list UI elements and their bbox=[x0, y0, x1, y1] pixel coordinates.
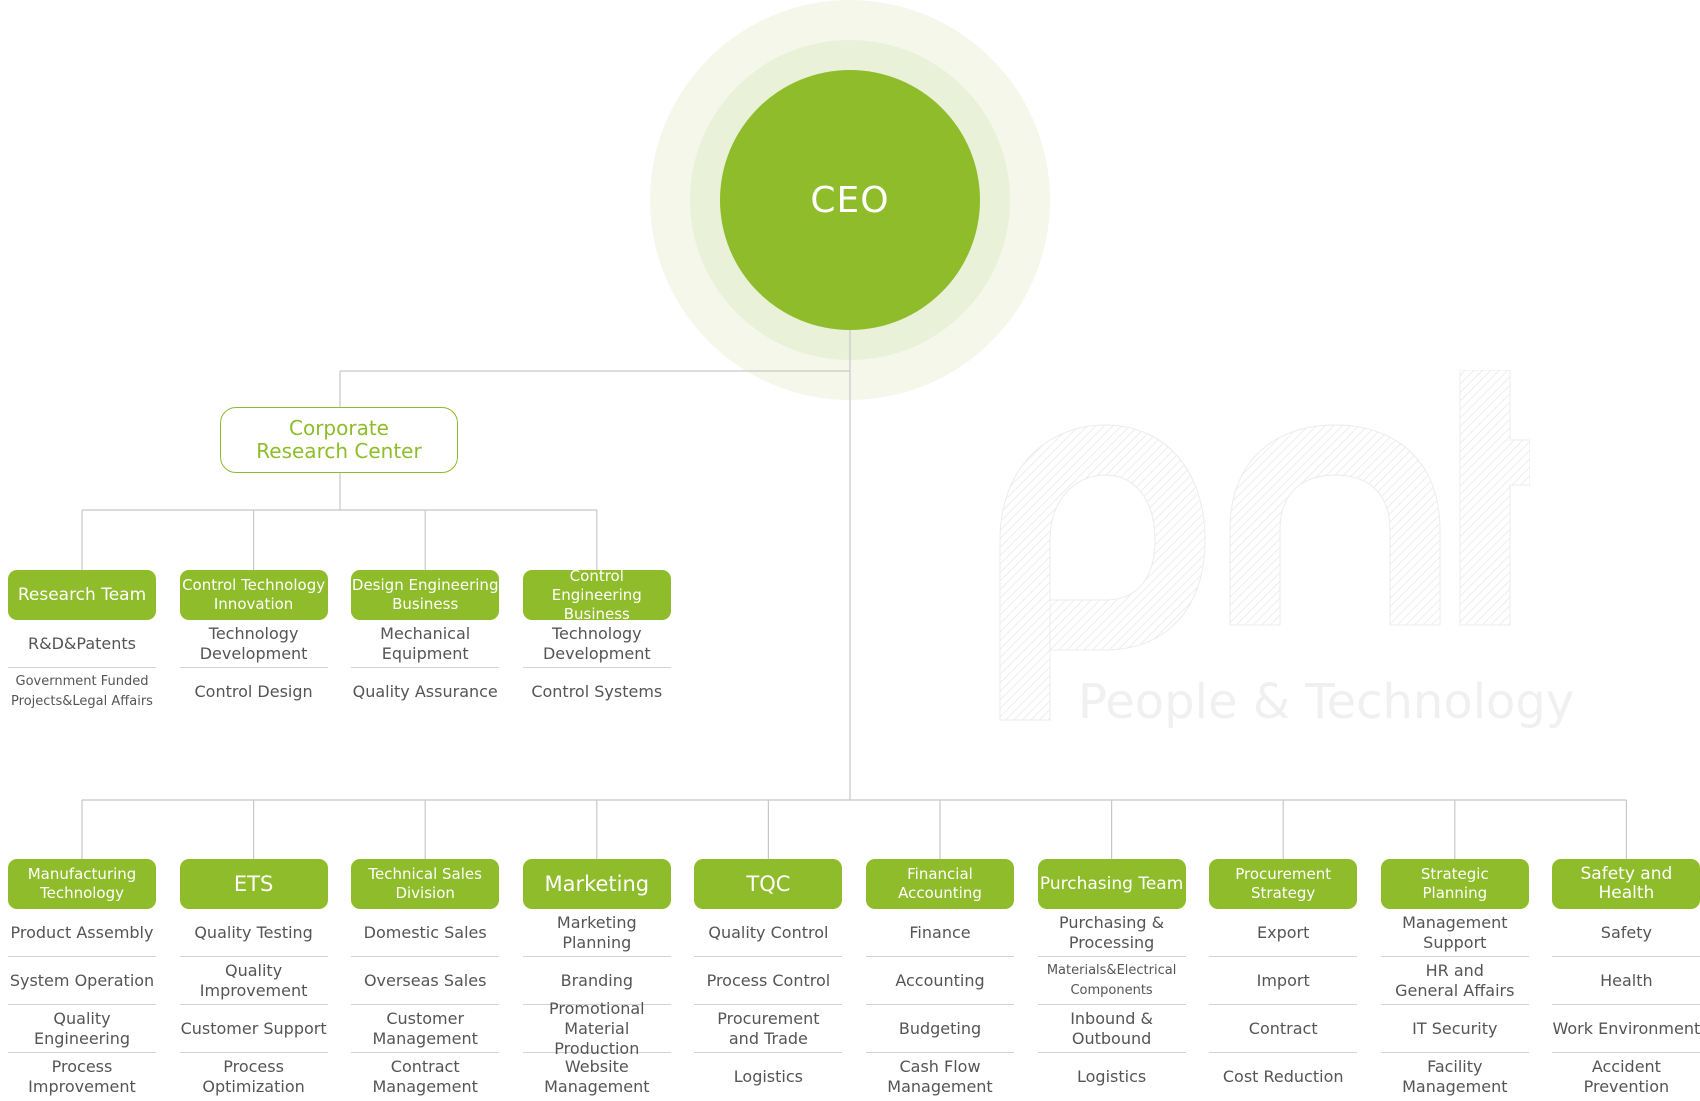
sub-unit-domestic-sales: Domestic Sales bbox=[351, 909, 500, 957]
sub-unit-product-assembly: Product Assembly bbox=[8, 909, 156, 957]
sub-unit-r-d-patents: R&D&Patents bbox=[8, 620, 156, 668]
sub-unit-control-systems: Control Systems bbox=[531, 682, 663, 701]
team-purchasing-team[interactable]: Purchasing Team bbox=[1037, 859, 1186, 909]
team-procurement-strategy[interactable]: Procurement Strategy bbox=[1209, 859, 1358, 909]
sub-unit-logistics: Logistics bbox=[1076, 1067, 1147, 1086]
sub-unit-cost-reduction: Cost Reduction bbox=[1222, 1067, 1344, 1086]
sub-unit-accounting: Accounting bbox=[866, 957, 1014, 1005]
team-safety-and-health[interactable]: Safety and Health bbox=[1552, 859, 1700, 909]
team-control-technology-innovation[interactable]: Control Technology Innovation bbox=[179, 570, 328, 620]
team-ets[interactable]: ETS bbox=[179, 859, 328, 909]
sub-unit-process-optimization: Process Optimization bbox=[202, 1057, 305, 1096]
sub-unit-customer-support: Customer Support bbox=[179, 1005, 328, 1053]
sub-unit-website-management: Website Management bbox=[544, 1057, 650, 1096]
sub-unit-safety: Safety bbox=[1552, 909, 1700, 957]
sub-unit-quality-control: Quality Control bbox=[694, 909, 843, 957]
pnt-watermark-logo bbox=[999, 370, 1530, 721]
team-technical-sales-division[interactable]: Technical Sales Division bbox=[351, 859, 500, 909]
sub-unit-finance: Finance bbox=[866, 909, 1014, 957]
sub-unit-purchasing-processing: Purchasing & Processing bbox=[1037, 909, 1186, 957]
ceo-label: CEO bbox=[810, 179, 890, 221]
sub-unit-quality-assurance: Quality Assurance bbox=[352, 682, 498, 701]
ceo-node: CEO bbox=[720, 70, 980, 330]
sub-unit-customer-management: Customer Management bbox=[351, 1005, 500, 1053]
sub-unit-system-operation: System Operation bbox=[8, 957, 156, 1005]
sub-unit-procurement-and-trade: Procurement and Trade bbox=[694, 1005, 843, 1053]
team-manufacturing-technology[interactable]: Manufacturing Technology bbox=[8, 859, 156, 909]
sub-unit-quality-engineering: Quality Engineering bbox=[8, 1005, 156, 1053]
team-research-team[interactable]: Research Team bbox=[8, 570, 156, 620]
sub-unit-materials-electrical-components: Materials&Electrical Components bbox=[1037, 957, 1186, 1005]
sub-unit-management-support: Management Support bbox=[1380, 909, 1529, 957]
watermark-tagline: People & Technology bbox=[1078, 674, 1575, 730]
sub-unit-facility-management: Facility Management bbox=[1402, 1057, 1508, 1096]
sub-unit-it-security: IT Security bbox=[1380, 1005, 1529, 1053]
sub-unit-budgeting: Budgeting bbox=[866, 1005, 1014, 1053]
sub-unit-control-design: Control Design bbox=[194, 682, 313, 701]
sub-unit-accident-prevention: Accident Prevention bbox=[1583, 1057, 1670, 1096]
sub-unit-hr-and-general-affairs: HR and General Affairs bbox=[1380, 957, 1529, 1005]
sub-unit-overseas-sales: Overseas Sales bbox=[351, 957, 500, 1005]
sub-unit-quality-improvement: Quality Improvement bbox=[179, 957, 328, 1005]
team-control-engineering-business[interactable]: Control Engineering Business bbox=[522, 567, 671, 623]
sub-unit-promotional-material-production: Promotional Material Production bbox=[522, 999, 671, 1058]
sub-unit-contract-management: Contract Management bbox=[372, 1057, 478, 1096]
sub-unit-process-control: Process Control bbox=[694, 957, 843, 1005]
sub-unit-import: Import bbox=[1209, 957, 1358, 1005]
team-financial-accounting[interactable]: Financial Accounting bbox=[866, 859, 1014, 909]
team-marketing[interactable]: Marketing bbox=[522, 859, 671, 909]
sub-unit-process-improvement: Process Improvement bbox=[28, 1057, 136, 1096]
team-design-engineering-business[interactable]: Design Engineering Business bbox=[351, 570, 500, 620]
sub-unit-logistics: Logistics bbox=[733, 1067, 803, 1086]
sub-unit-marketing-planning: Marketing Planning bbox=[522, 909, 671, 957]
sub-unit-branding: Branding bbox=[522, 957, 671, 1005]
sub-unit-technology-development: Technology Development bbox=[522, 620, 671, 668]
sub-unit-technology-development: Technology Development bbox=[179, 620, 328, 668]
sub-unit-health: Health bbox=[1552, 957, 1700, 1005]
sub-unit-government-funded-projects-legal-affairs: Government Funded Projects&Legal Affairs bbox=[11, 674, 153, 709]
team-tqc[interactable]: TQC bbox=[694, 859, 843, 909]
sub-unit-contract: Contract bbox=[1209, 1005, 1358, 1053]
sub-unit-quality-testing: Quality Testing bbox=[179, 909, 328, 957]
sub-unit-inbound-outbound: Inbound & Outbound bbox=[1037, 1005, 1186, 1053]
sub-unit-work-environment: Work Environment bbox=[1552, 1005, 1700, 1053]
sub-unit-cash-flow-management: Cash Flow Management bbox=[887, 1057, 993, 1096]
sub-unit-export: Export bbox=[1209, 909, 1358, 957]
team-strategic-planning[interactable]: Strategic Planning bbox=[1380, 859, 1529, 909]
corporate-research-center-node: Corporate Research Center bbox=[220, 407, 458, 473]
sub-unit-mechanical-equipment: Mechanical Equipment bbox=[351, 620, 500, 668]
